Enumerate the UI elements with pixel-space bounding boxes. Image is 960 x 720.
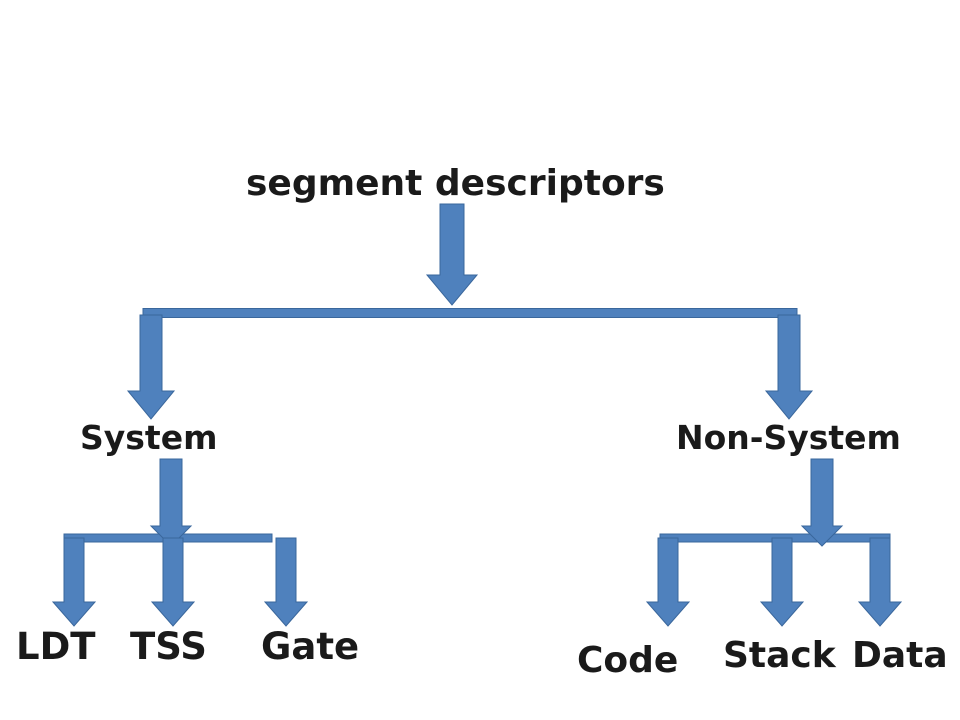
stack-down-arrow bbox=[759, 537, 805, 627]
ldt-down-arrow bbox=[51, 537, 97, 627]
top-branch-bar bbox=[142, 308, 798, 318]
system-node-label: System bbox=[80, 418, 218, 457]
system-stem-arrow bbox=[149, 458, 193, 547]
root-node-label: segment descriptors bbox=[246, 163, 665, 204]
ldt-leaf-label: LDT bbox=[16, 625, 96, 668]
tss-down-arrow bbox=[150, 537, 196, 627]
code-down-arrow bbox=[645, 537, 691, 627]
non-system-node-label: Non-System bbox=[676, 418, 901, 457]
non-system-stem-arrow bbox=[800, 458, 844, 547]
stack-leaf-label: Stack bbox=[723, 635, 836, 676]
system-down-arrow bbox=[126, 314, 176, 420]
code-leaf-label: Code bbox=[577, 640, 679, 681]
root-down-arrow bbox=[425, 203, 479, 306]
data-down-arrow bbox=[857, 537, 903, 627]
data-leaf-label: Data bbox=[852, 635, 948, 676]
gate-leaf-label: Gate bbox=[261, 625, 360, 668]
gate-down-arrow bbox=[263, 537, 309, 627]
tss-leaf-label: TSS bbox=[130, 625, 207, 668]
non-system-down-arrow bbox=[764, 314, 814, 420]
